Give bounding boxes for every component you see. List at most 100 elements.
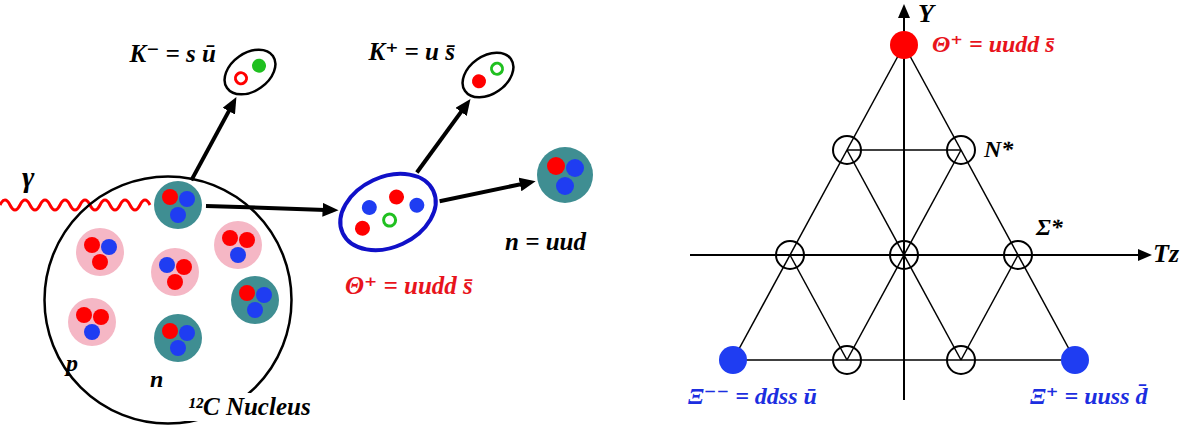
quark-dot: [93, 309, 109, 325]
node-outline: [946, 135, 976, 165]
quark-dot: [76, 307, 92, 323]
lattice-line: [904, 45, 1075, 360]
node-label: Ξ⁺ = uuss d̄: [1030, 383, 1148, 409]
node-outline: [215, 47, 285, 97]
kaon-ellipse: K⁻ = s ū: [215, 47, 285, 97]
state-circle: [833, 346, 861, 374]
quark-dot: [566, 159, 584, 177]
quark-dot: [170, 207, 186, 223]
quark-dot: [386, 187, 406, 207]
node-outline: [1003, 240, 1033, 270]
node-shape: [328, 159, 448, 265]
nucleon-body: [231, 276, 279, 324]
quark-dot: [547, 157, 565, 175]
node-outline: [453, 50, 523, 100]
lattice-line: [961, 255, 1018, 360]
node-shape: [947, 136, 975, 164]
quark-dot: [101, 239, 117, 255]
arrow-connector: [191, 102, 233, 180]
node-outline: [68, 298, 116, 346]
quark-dot: [359, 197, 379, 217]
quark-dot: [170, 340, 186, 356]
node-label: p: [66, 350, 78, 376]
nucleon-body: [76, 228, 124, 276]
state-circle: [890, 241, 918, 269]
nucleon-body: [151, 248, 199, 296]
photon-wave: [0, 200, 150, 210]
quark-dot: [159, 257, 175, 273]
y-axis: [903, 8, 905, 400]
lattice-line: [733, 45, 904, 360]
quark-dot: [230, 247, 246, 263]
multiplet-state: N*: [946, 135, 976, 165]
quark-dot: [247, 302, 263, 318]
proton: p: [68, 298, 116, 346]
photon-symbol: γ: [22, 160, 34, 193]
kaon-ellipse: K⁺ = u s̄: [453, 50, 523, 100]
quark-dot: [179, 325, 195, 341]
pentaquark-state: Θ⁺ = uudd s̄: [889, 30, 919, 60]
node-label: N*: [984, 136, 1013, 162]
pentaquark-ellipse: Θ⁺ = uudd s̄: [333, 170, 443, 254]
node-label: n: [150, 366, 163, 392]
neutron: [231, 276, 279, 324]
proton: [214, 221, 262, 269]
quark-dot: [239, 232, 255, 248]
node-shape: [890, 31, 918, 59]
quark-dot: [84, 237, 100, 253]
quark-dot: [233, 71, 248, 86]
quark-dot: [162, 323, 178, 339]
nucleus-circle: pn¹²C Nucleus: [43, 175, 293, 425]
node-shape: [1004, 241, 1032, 269]
node-label: K⁺ = u s̄: [369, 38, 456, 66]
node-shape: [719, 346, 747, 374]
node-label: K⁻ = s ū: [130, 40, 217, 68]
node-outline: [537, 147, 593, 203]
node-label: Θ⁺ = uudd s̄: [932, 31, 1055, 57]
node-outline: [889, 30, 919, 60]
axis-label: Y: [918, 0, 934, 29]
state-circle: [776, 241, 804, 269]
node-shape: [45, 177, 292, 424]
neutron: n: [154, 314, 202, 362]
quark-dot: [222, 230, 238, 246]
lattice-line: [790, 255, 847, 360]
quark-dot: [179, 191, 195, 207]
node-shape: [1061, 346, 1089, 374]
quark-dot: [489, 61, 504, 76]
node-shape: [454, 43, 522, 106]
state-circle: [833, 136, 861, 164]
exotic-state: Ξ⁻⁻ = ddss ū: [718, 345, 748, 375]
quark-dot: [407, 195, 427, 215]
node-shape: [154, 314, 202, 362]
node-outline: [43, 175, 293, 425]
nucleon-body: [214, 221, 262, 269]
node-outline: [718, 345, 748, 375]
state-circle: [947, 346, 975, 374]
node-outline: [1060, 345, 1090, 375]
node-shape: [216, 40, 284, 103]
open-states: [776, 136, 975, 374]
arrow-connector: [206, 206, 333, 210]
proton: [76, 228, 124, 276]
quark-dot: [353, 218, 373, 238]
neutron: n = uud: [537, 147, 593, 203]
quark-dot: [92, 254, 108, 270]
axis-label: Tz: [1153, 240, 1179, 269]
quark-dot: [84, 324, 100, 340]
nucleon-body: [154, 181, 202, 229]
node-label: Ξ⁻⁻ = ddss ū: [688, 383, 817, 409]
quark-dot: [382, 212, 398, 228]
quark-dot: [167, 274, 183, 290]
node-outline: [333, 170, 443, 254]
node-shape: [68, 298, 116, 346]
node-shape: [537, 147, 593, 203]
quark-dot: [256, 287, 272, 303]
node-label: Θ⁺ = uudd s̄: [345, 272, 473, 300]
quark-dot: [556, 177, 574, 195]
quark-dot: [239, 285, 255, 301]
struck-nucleon: [154, 181, 202, 229]
node-label: Σ*: [1036, 214, 1063, 240]
multiplet-state: Σ*: [1003, 240, 1033, 270]
proton: [151, 248, 199, 296]
